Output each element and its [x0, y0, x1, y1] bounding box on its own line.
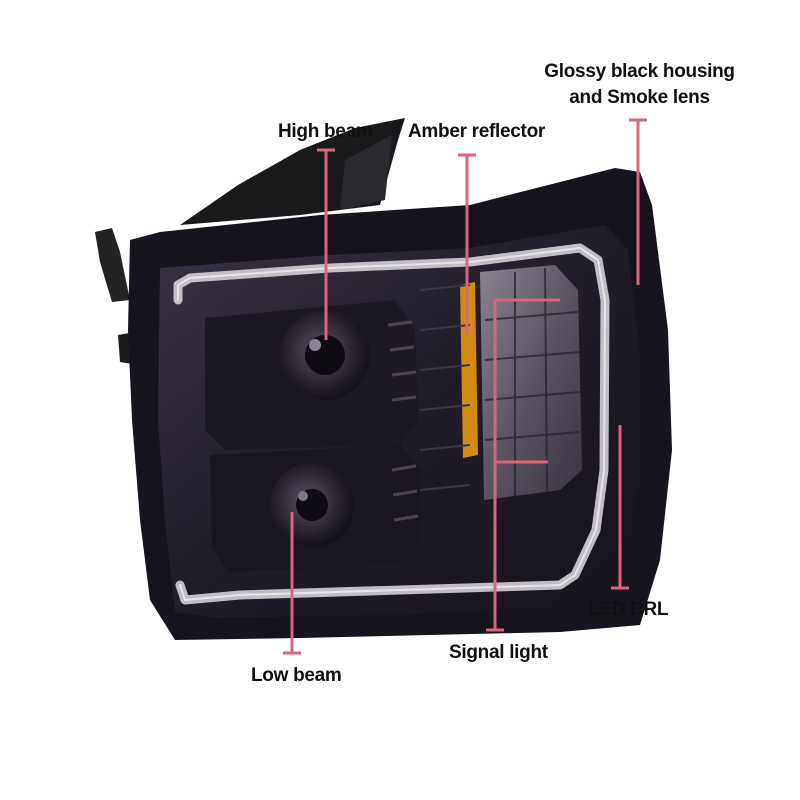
housing-label-line1: Glossy black housing [544, 61, 735, 82]
high-beam-reflector [205, 300, 418, 450]
signal-light-label: Signal light [449, 642, 548, 663]
housing-fins [419, 284, 471, 491]
low-beam-label: Low beam [251, 665, 342, 686]
high-beam-label: High beam [278, 121, 373, 142]
amber-reflector-label: Amber reflector [408, 121, 545, 142]
callout-line-housing [629, 118, 647, 285]
callout-line-low-beam [283, 512, 301, 655]
housing-label: Glossy black housing and Smoke lens [542, 59, 737, 111]
callout-line-signal-light [486, 298, 560, 632]
housing-label-line2: and Smoke lens [569, 87, 710, 108]
led-drl-label: LED DRL [588, 599, 669, 620]
low-beam-reflector [210, 445, 420, 572]
callout-line-amber-reflector [458, 153, 476, 335]
callout-line-high-beam [317, 148, 335, 340]
amber-reflector-strip [460, 282, 478, 458]
signal-light-lens [480, 265, 582, 500]
callout-line-led-drl [611, 425, 629, 590]
